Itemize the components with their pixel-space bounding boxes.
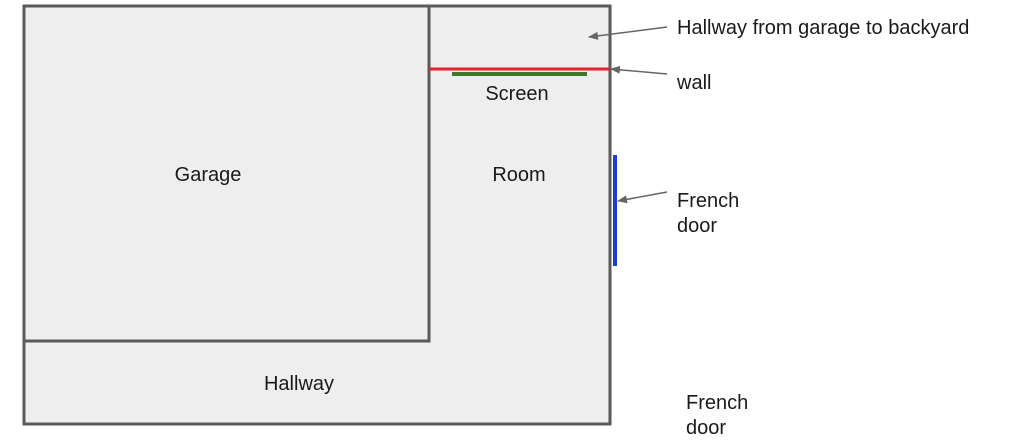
french-door-note-2-line2: door xyxy=(686,417,727,439)
wall-note-arrow xyxy=(610,65,668,75)
wall-note-label: wall xyxy=(677,72,712,94)
left-margin-strip xyxy=(0,0,24,442)
screen-label: Screen xyxy=(485,83,549,105)
hallway-note-arrow xyxy=(588,26,668,40)
french-door-note-label-1: French door xyxy=(677,189,739,239)
hallway-note-label: Hallway from garage to backyard xyxy=(677,17,970,39)
garage-label: Garage xyxy=(174,164,242,186)
french-door-note-arrow xyxy=(617,191,668,204)
french-door-note-line2: door xyxy=(677,215,718,237)
french-door-note-2-line1: French xyxy=(686,392,749,414)
french-door-note-line1: French xyxy=(677,190,740,212)
room-label: Room xyxy=(492,164,546,186)
hallway-label: Hallway xyxy=(263,373,335,395)
garage-area xyxy=(22,4,431,343)
french-door-note-label-2: French door xyxy=(686,391,748,441)
